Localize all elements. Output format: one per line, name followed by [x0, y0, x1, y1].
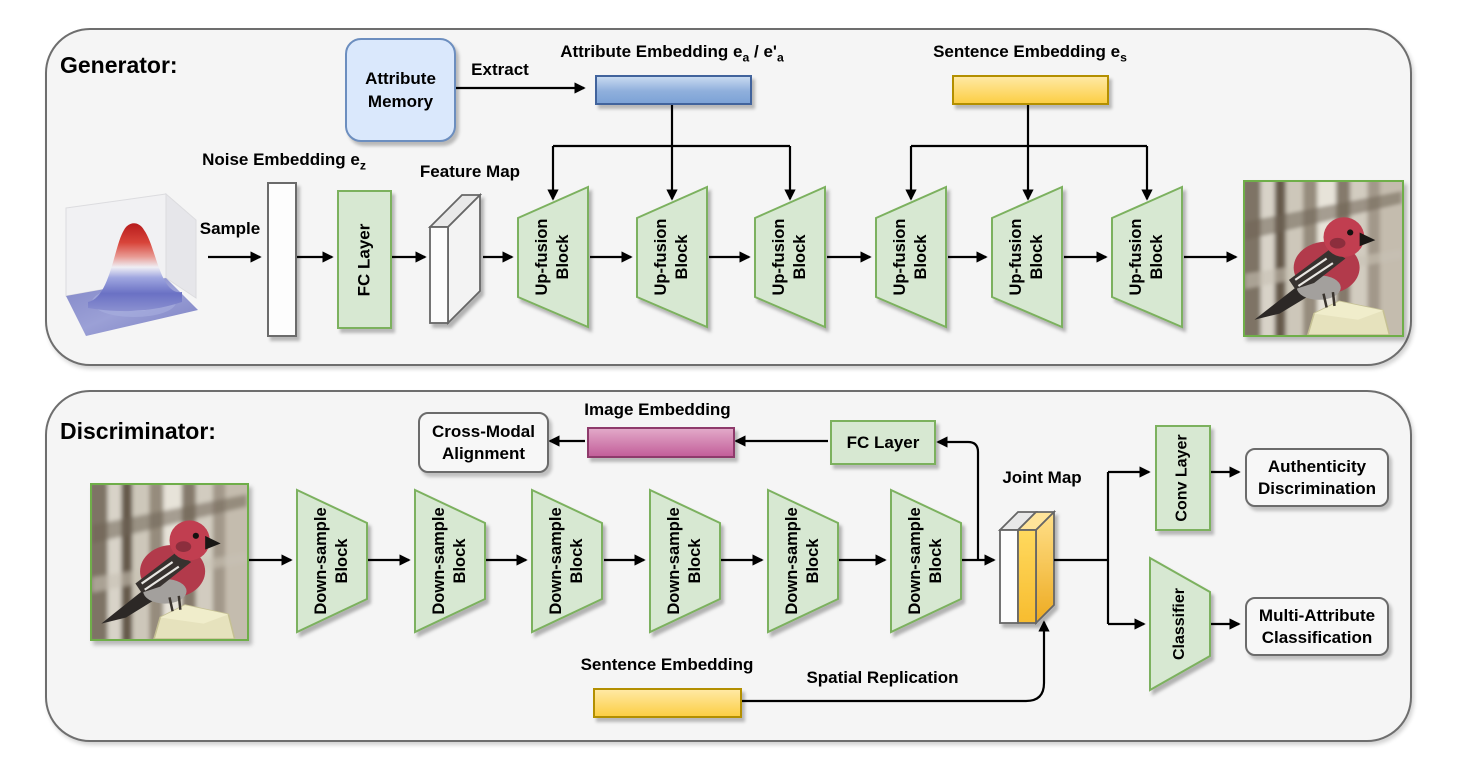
feature-map-label: Feature Map [419, 162, 521, 181]
cross-modal-alignment-box: Cross-Modal Alignment [418, 412, 549, 473]
discriminator-fc-layer-label: FC Layer [846, 432, 920, 452]
sentence-embedding-bar-discriminator [593, 688, 742, 718]
discriminator-fc-layer: FC Layer [830, 420, 936, 465]
image-embedding-bar [587, 427, 735, 458]
authenticity-line2: Discrimination [1257, 478, 1377, 498]
spatial-replication-label: Spatial Replication [806, 668, 959, 687]
generator-fc-layer: FC Layer [337, 190, 392, 329]
cross-modal-line2: Alignment [441, 443, 526, 463]
attribute-memory-line2: Memory [367, 92, 434, 111]
discriminator-title: Discriminator: [60, 418, 216, 444]
multi-attribute-line2: Classification [1261, 627, 1373, 647]
cross-modal-line1: Cross-Modal [432, 421, 535, 441]
sentence-embedding-label-discriminator: Sentence Embedding [580, 655, 754, 674]
joint-map-label: Joint Map [1002, 468, 1082, 487]
gaussian-noise-plot [62, 190, 202, 358]
multi-attribute-classification-box: Multi-Attribute Classification [1245, 597, 1389, 656]
authenticity-discrimination-box: Authenticity Discrimination [1245, 448, 1389, 507]
conv-layer-block: Conv Layer [1155, 425, 1211, 531]
noise-embedding-label: Noise Embedding ez [202, 150, 366, 173]
attribute-memory-line1: Attribute [365, 69, 436, 88]
extract-label: Extract [471, 60, 529, 79]
authenticity-line1: Authenticity [1267, 456, 1367, 476]
multi-attribute-line1: Multi-Attribute [1258, 605, 1376, 625]
sample-label: Sample [199, 219, 261, 238]
generator-title: Generator: [60, 52, 178, 78]
sentence-embedding-label-generator: Sentence Embedding es [933, 42, 1127, 65]
noise-embedding-bar [267, 182, 297, 337]
sentence-embedding-bar-generator [952, 75, 1109, 105]
attribute-memory-box: Attribute Memory [345, 38, 456, 142]
generator-fc-layer-label: FC Layer [354, 223, 374, 296]
image-embedding-label: Image Embedding [584, 400, 731, 419]
conv-layer-label: Conv Layer [1174, 434, 1192, 522]
attribute-embedding-bar [595, 75, 752, 105]
classifier-label: Classifier [1171, 587, 1188, 661]
generated-bird-image [1243, 180, 1404, 337]
attribute-embedding-label: Attribute Embedding ea / e'a [560, 42, 784, 65]
input-bird-image [90, 483, 249, 641]
